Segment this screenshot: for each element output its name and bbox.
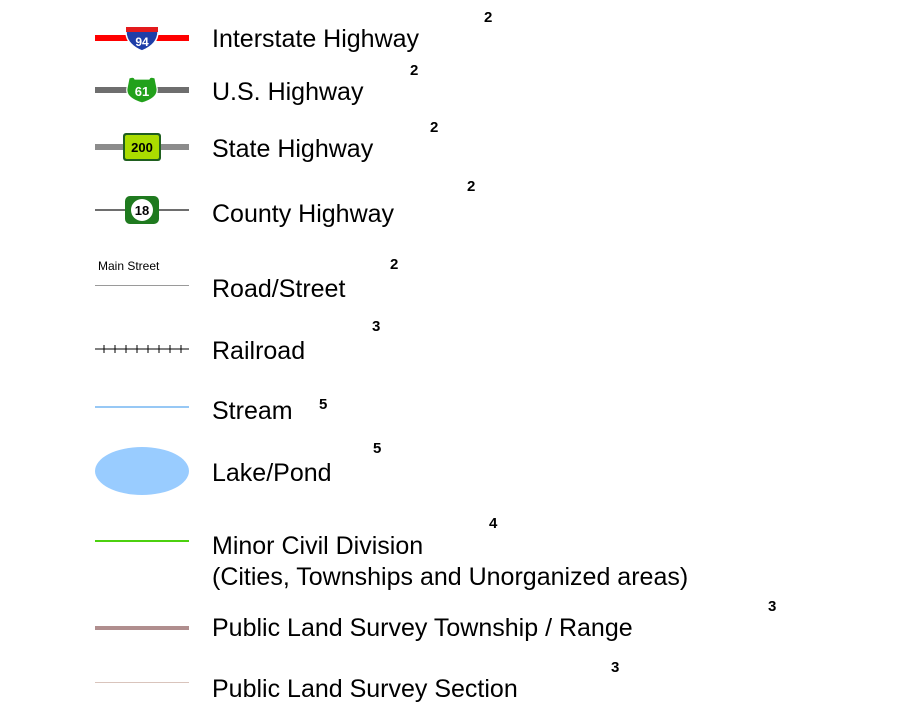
interstate-shield-icon: 94 <box>95 27 189 52</box>
interstate-shield-number: 94 <box>135 35 149 49</box>
us-highway-shield-icon: 61 <box>95 76 189 104</box>
road-street-label: Road/Street <box>212 275 346 303</box>
us-highway-shield-number: 61 <box>135 84 149 99</box>
county-highway-source-note: 2 <box>467 178 476 195</box>
road-line-icon <box>95 285 189 286</box>
stream-source-note: 5 <box>319 396 328 413</box>
pls-township-label: Public Land Survey Township / Range <box>212 614 633 642</box>
mcd-line-icon <box>95 540 189 542</box>
road-street-source-note: 2 <box>390 256 399 273</box>
interstate-highway-label: Interstate Highway <box>212 25 420 53</box>
pls-section-line-icon <box>95 682 189 683</box>
state-highway-label: State Highway <box>212 135 374 163</box>
lake-pond-source-note: 5 <box>373 440 382 457</box>
pls-section-label: Public Land Survey Section <box>212 675 518 703</box>
county-highway-label: County Highway <box>212 200 395 228</box>
railroad-line-icon <box>95 345 189 353</box>
stream-line-icon <box>95 406 189 408</box>
county-highway-shield-number: 18 <box>135 203 149 218</box>
lake-pond-label: Lake/Pond <box>212 459 332 487</box>
stream-label: Stream <box>212 397 293 425</box>
us-highway-source-note: 2 <box>410 62 419 79</box>
pls-section-source-note: 3 <box>611 659 620 676</box>
railroad-label: Railroad <box>212 337 306 365</box>
interstate-highway-source-note: 2 <box>484 9 493 26</box>
railroad-source-note: 3 <box>372 318 381 335</box>
mcd-label: Minor Civil Division <box>212 532 424 560</box>
us-highway-label: U.S. Highway <box>212 78 364 106</box>
state-highway-source-note: 2 <box>430 119 439 136</box>
pls-township-source-note: 3 <box>768 598 777 615</box>
road-sample-street-name: Main Street <box>98 259 160 273</box>
lake-ellipse-icon <box>95 447 189 495</box>
pls-township-line-icon <box>95 626 189 630</box>
county-highway-shield-icon: 18 <box>95 196 189 224</box>
mcd-source-note: 4 <box>489 515 498 532</box>
state-highway-shield-icon: 200 <box>95 133 189 161</box>
mcd-label-detail: (Cities, Townships and Unorganized areas… <box>212 563 689 591</box>
state-highway-shield-number: 200 <box>131 140 153 155</box>
